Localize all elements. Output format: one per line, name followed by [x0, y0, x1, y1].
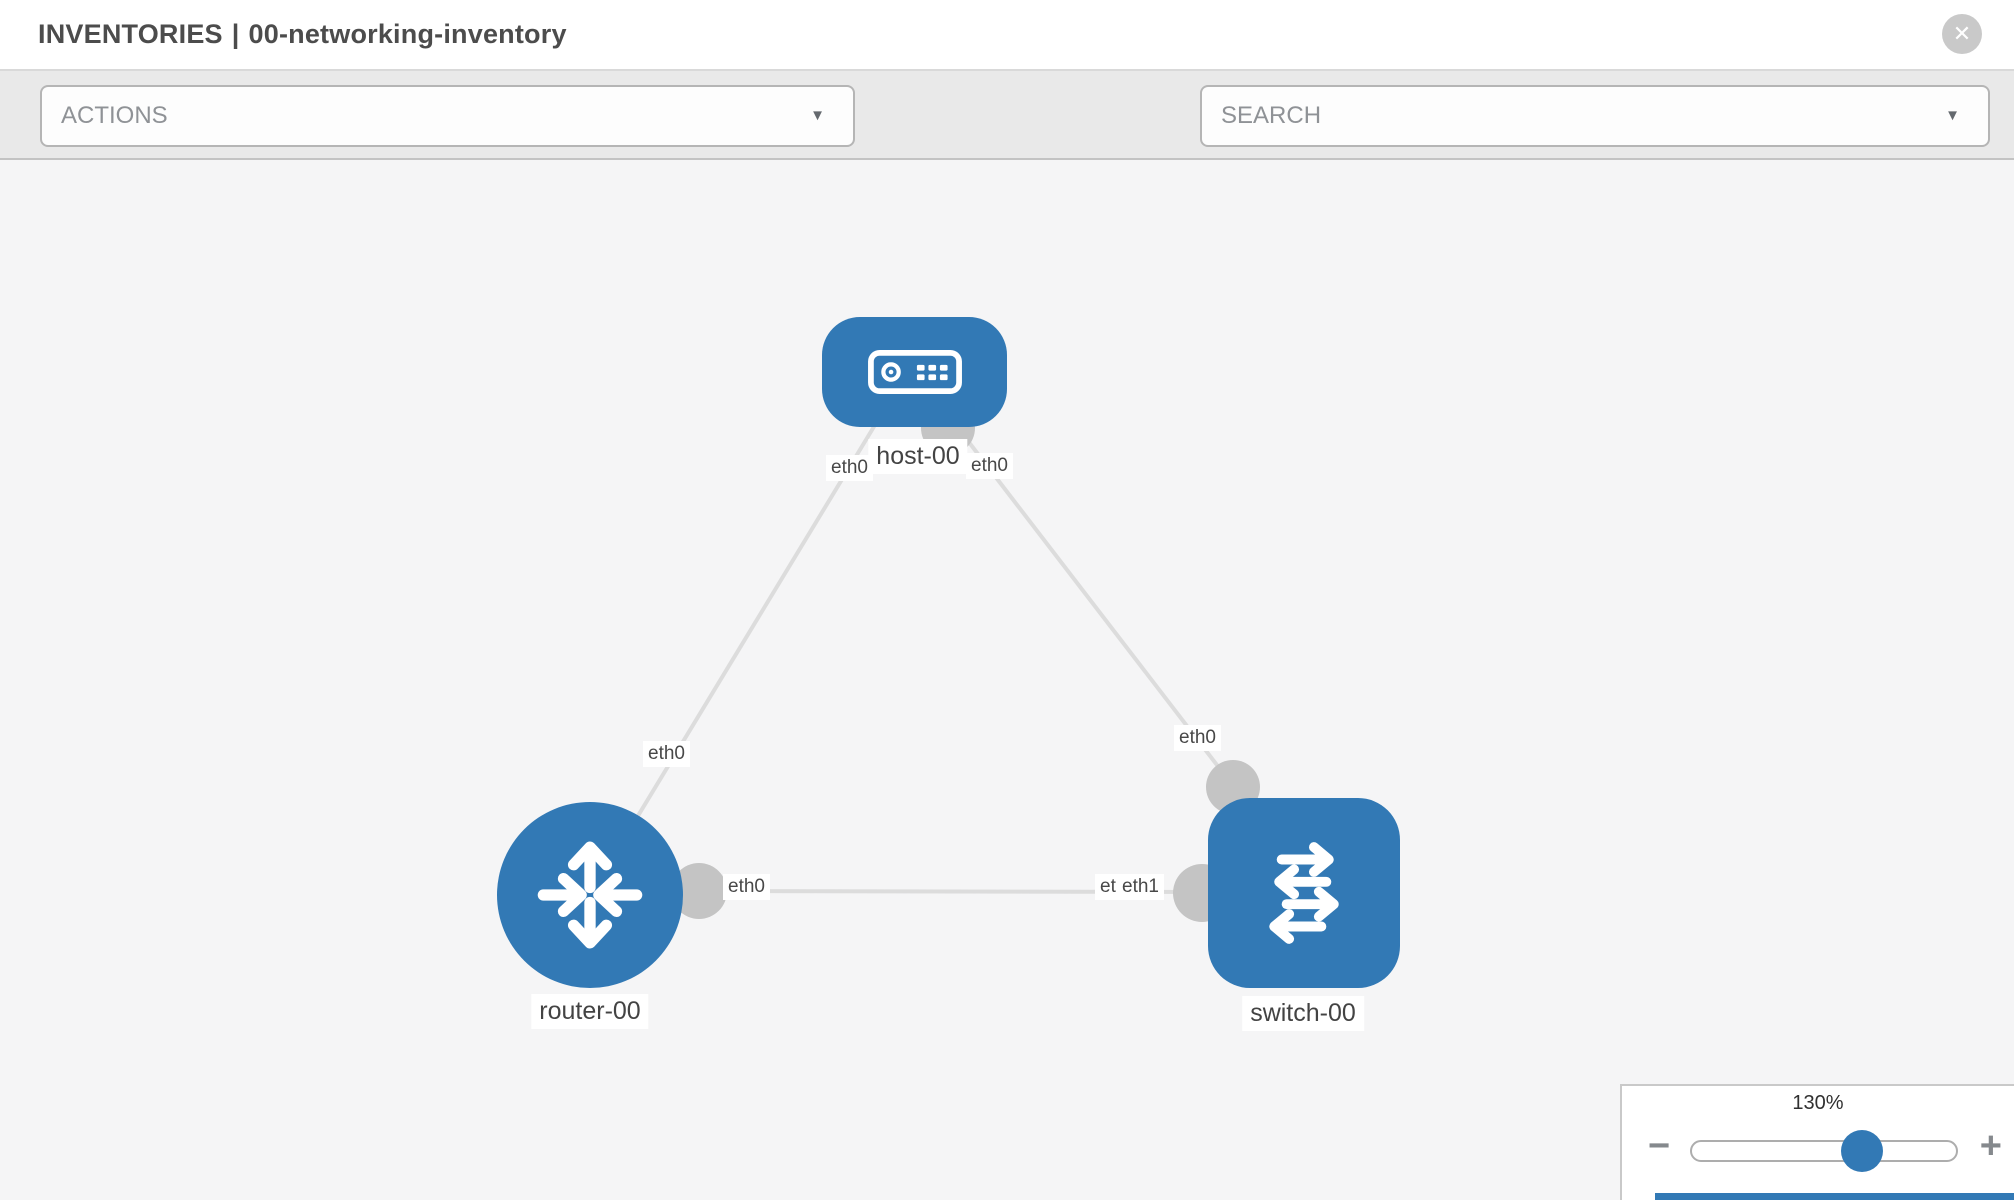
actions-dropdown[interactable]: ACTIONS ▼: [40, 85, 855, 147]
search-placeholder: SEARCH: [1221, 102, 1322, 129]
node-host-00[interactable]: [822, 317, 1007, 427]
switch-icon: [1269, 842, 1339, 944]
zoom-panel: 130% − +: [1620, 1084, 2014, 1200]
breadcrumb-section: INVENTORIES: [38, 19, 223, 49]
if-label-host-eth0-left: eth0: [826, 455, 873, 481]
close-icon: ✕: [1952, 21, 1972, 46]
node-label-router: router-00: [531, 994, 649, 1029]
zoom-slider-knob[interactable]: [1841, 1130, 1883, 1172]
zoom-level: 130%: [1792, 1092, 1844, 1114]
if-label-switch-eth1: eth1: [1117, 874, 1164, 900]
toolbar: ACTIONS ▼ SEARCH ▼: [0, 71, 2014, 207]
plus-icon: +: [1979, 1125, 2002, 1167]
zoom-out-button[interactable]: −: [1648, 1126, 1670, 1166]
router-icon: [537, 841, 643, 949]
chevron-down-icon: ▼: [810, 107, 825, 124]
topology-canvas[interactable]: host-00 router-00 switch-00 eth0 eth0 et…: [0, 160, 2014, 1200]
topology-links-layer: [588, 401, 1260, 922]
search-dropdown[interactable]: SEARCH ▼: [1200, 85, 1990, 147]
node-label-host: host-00: [868, 439, 968, 474]
if-label-switch-eth0-top: eth0: [1174, 725, 1221, 751]
port-circle-router-eth0: [671, 863, 727, 919]
if-label-router-eth0-mid: eth0: [723, 874, 770, 900]
host-icon: [867, 349, 962, 395]
node-label-switch: switch-00: [1242, 996, 1364, 1031]
zoom-in-button[interactable]: +: [1980, 1126, 2002, 1166]
zoom-slider-track[interactable]: [1690, 1140, 1958, 1162]
minus-icon: −: [1648, 1125, 1671, 1167]
page-title: INVENTORIES | 00-networking-inventory: [38, 0, 567, 69]
actions-dropdown-label: ACTIONS: [61, 102, 168, 129]
header: INVENTORIES | 00-networking-inventory ✕: [0, 0, 2014, 71]
if-label-host-eth0-right: eth0: [966, 453, 1013, 479]
chevron-down-icon: ▼: [1945, 107, 1960, 124]
breadcrumb-inventory-name: 00-networking-inventory: [248, 19, 567, 49]
breadcrumb-separator: |: [231, 19, 240, 49]
panel-accent-strip: [1655, 1193, 2014, 1200]
node-switch-00[interactable]: [1208, 798, 1400, 988]
node-router-00[interactable]: [497, 802, 683, 988]
close-button[interactable]: ✕: [1942, 14, 1982, 54]
if-label-router-eth0-top: eth0: [643, 741, 690, 767]
